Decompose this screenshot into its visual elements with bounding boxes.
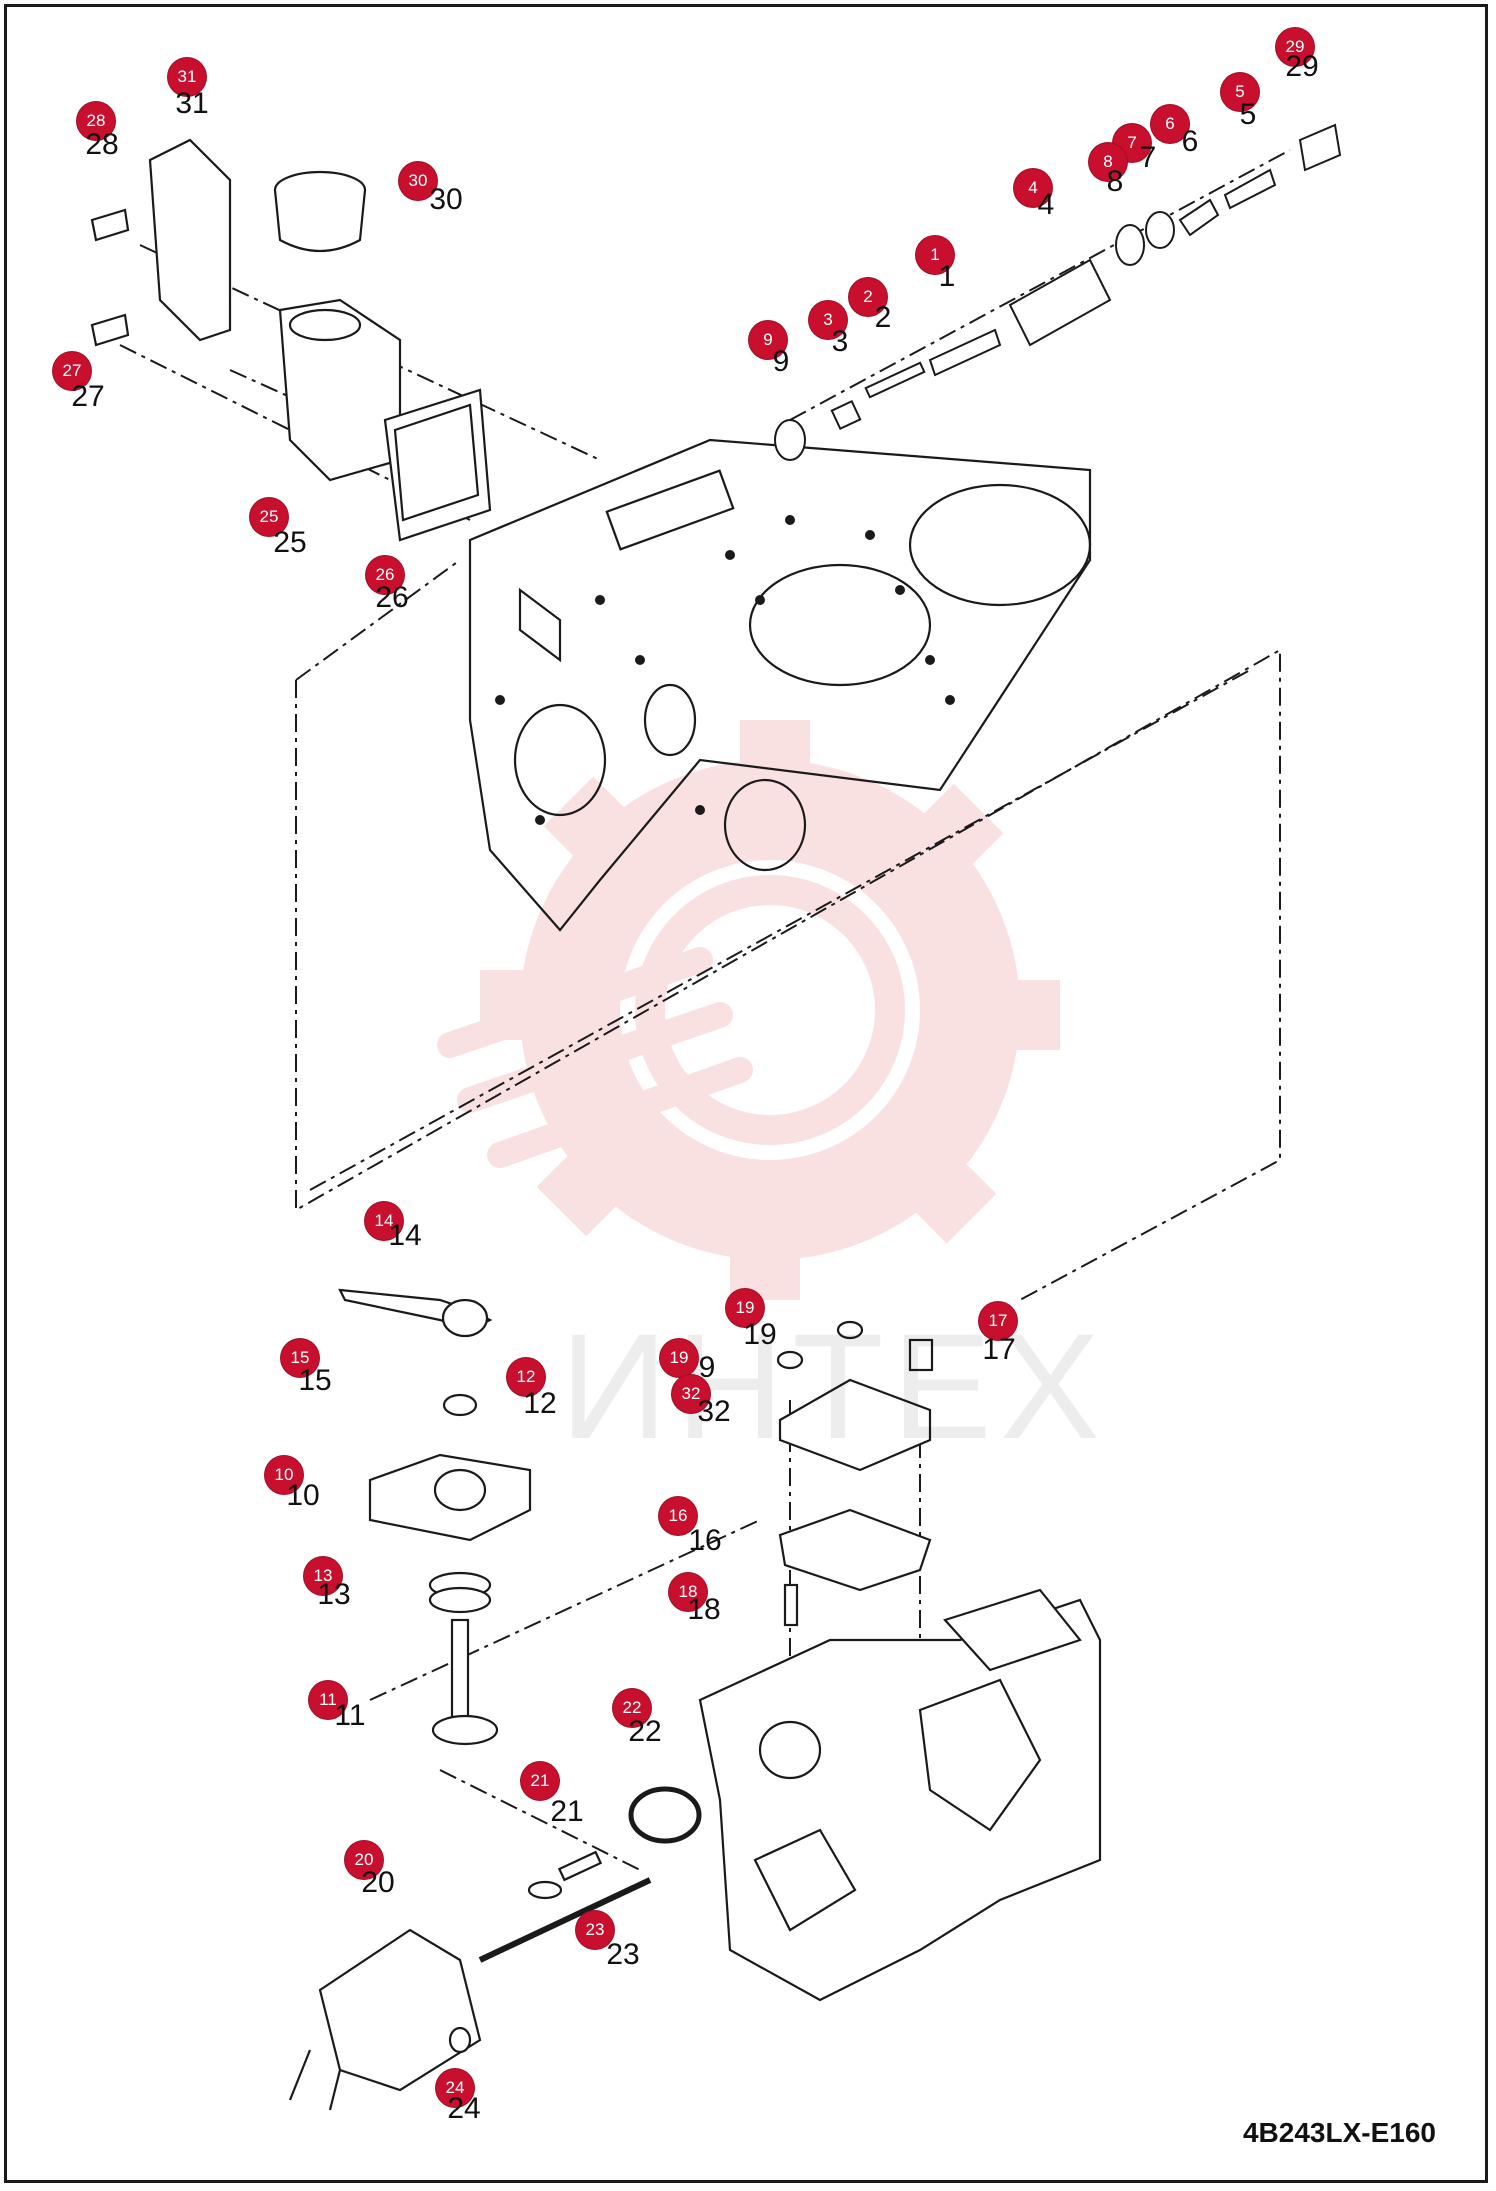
callout-marker-24[interactable]: 24 (436, 2069, 474, 2107)
callout-marker-19b[interactable]: 19 (660, 1339, 698, 1377)
part-number-28: 28 (85, 128, 119, 161)
callout-marker-3[interactable]: 3 (809, 301, 847, 339)
part-number-19b: 9 (698, 1351, 716, 1384)
head-gasket-plate (468, 438, 1092, 932)
part-number-24: 24 (447, 2092, 481, 2125)
callout-marker-28[interactable]: 28 (77, 102, 115, 140)
part-number-11: 11 (334, 1699, 366, 1732)
part-number-10: 10 (286, 1479, 320, 1512)
callout-marker-22[interactable]: 22 (613, 1689, 651, 1727)
callout-marker-20[interactable]: 20 (345, 1841, 383, 1879)
part-number-7: 7 (1139, 141, 1157, 174)
lower-left-parts (338, 1288, 532, 1746)
part-number-30: 30 (429, 183, 463, 216)
part-number-18: 18 (687, 1593, 721, 1626)
stop-solenoid (288, 1786, 702, 2111)
part-number-8: 8 (1106, 165, 1124, 198)
callout-marker-31[interactable]: 31 (168, 58, 206, 96)
callout-marker-2[interactable]: 2 (849, 278, 887, 316)
solenoid-housing-group (90, 138, 492, 542)
part-number-9: 9 (772, 345, 790, 378)
governor-housing-assembly (698, 1588, 1102, 2002)
part-number-2: 2 (874, 301, 892, 334)
part-number-27: 27 (71, 380, 105, 413)
diagram-frame (4, 4, 1488, 2183)
part-number-3: 3 (831, 325, 849, 358)
callout-marker-21[interactable]: 21 (521, 1762, 559, 1800)
part-number-5: 5 (1239, 98, 1257, 131)
part-number-21: 21 (550, 1795, 584, 1828)
part-number-19a: 19 (743, 1318, 777, 1351)
part-number-16: 16 (688, 1524, 722, 1557)
callout-marker-8[interactable]: 8 (1089, 143, 1127, 181)
callout-marker-4[interactable]: 4 (1014, 169, 1052, 207)
part-number-20: 20 (361, 1866, 395, 1899)
callout-marker-11[interactable]: 11 (309, 1681, 347, 1719)
plate-bolt-holes (495, 515, 955, 825)
part-number-6: 6 (1181, 125, 1199, 158)
callout-marker-1[interactable]: 1 (916, 236, 954, 274)
watermark-text: ИНТЕХ (560, 1302, 1108, 1470)
callout-marker-16[interactable]: 16 (659, 1497, 697, 1535)
part-number-29: 29 (1285, 50, 1319, 83)
callout-marker-17[interactable]: 17 (979, 1302, 1017, 1340)
callout-marker-6[interactable]: 6 (1151, 105, 1189, 143)
part-number-23: 23 (606, 1938, 640, 1971)
callout-marker-30[interactable]: 30 (399, 162, 437, 200)
watermark-gear-logo (437, 720, 1060, 1300)
part-number-26: 26 (375, 581, 409, 614)
callout-marker-25[interactable]: 25 (250, 498, 288, 536)
plunger-parts-row (774, 123, 1342, 461)
part-number-32: 32 (697, 1395, 731, 1428)
drawing-code: 4B243LX-E160 (1242, 2117, 1436, 2148)
callout-marker-27[interactable]: 27 (53, 352, 91, 390)
callout-marker-32[interactable]: 32 (672, 1375, 710, 1413)
part-number-1: 1 (938, 260, 956, 293)
part-number-4: 4 (1037, 188, 1055, 221)
part-number-22: 22 (628, 1715, 662, 1748)
callout-marker-23[interactable]: 23 (576, 1911, 614, 1949)
part-number-17: 17 (982, 1333, 1016, 1366)
callout-marker-19a[interactable]: 19 (726, 1289, 764, 1327)
part-number-14: 14 (388, 1219, 422, 1252)
part-number-15: 15 (298, 1364, 332, 1397)
callout-marker-18[interactable]: 18 (669, 1573, 707, 1611)
callout-marker-10[interactable]: 10 (265, 1456, 303, 1494)
callout-marker-29[interactable]: 29 (1276, 28, 1314, 66)
callout-marker-13[interactable]: 13 (304, 1557, 342, 1595)
part-number-25: 25 (273, 526, 307, 559)
callout-marker-5[interactable]: 5 (1221, 73, 1259, 111)
part-number-13: 13 (317, 1578, 351, 1611)
callout-marker-12[interactable]: 12 (507, 1358, 545, 1396)
callout-marker-14[interactable]: 14 (365, 1202, 403, 1240)
callout-marker-15[interactable]: 15 (281, 1339, 319, 1377)
part-number-12: 12 (523, 1387, 557, 1420)
part-number-31: 31 (175, 87, 209, 120)
callout-marker-9[interactable]: 9 (749, 321, 787, 359)
cover-plate-group (776, 1320, 934, 1627)
callout-marker-26[interactable]: 26 (366, 556, 404, 594)
